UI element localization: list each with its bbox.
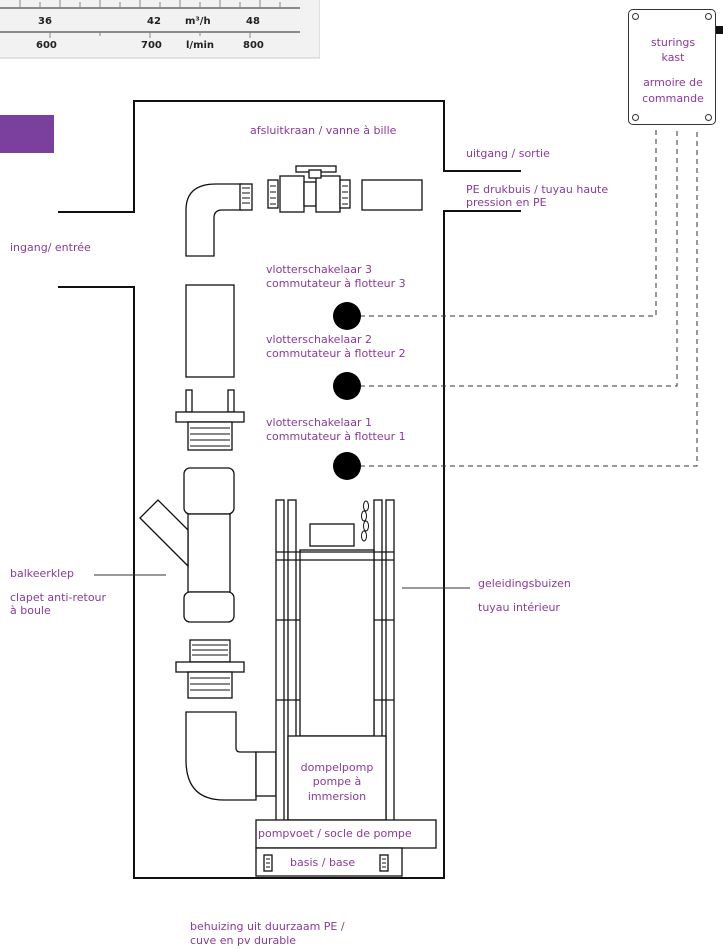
pump-body <box>299 549 375 737</box>
control-box-label-fr-2: commande <box>642 92 704 105</box>
scale-lmin-800: 800 <box>243 40 264 51</box>
label-check-valve-fr-2: à boule <box>10 604 51 617</box>
label-pump-1: dompelpomp <box>300 761 374 774</box>
base-grate-right <box>379 854 389 872</box>
check-valve-bottom <box>183 591 235 623</box>
label-float-1-nl: vlotterschakelaar 1 <box>266 416 373 429</box>
label-pe-pipe-1: PE drukbuis / tuyau haute <box>466 183 609 196</box>
housing-outline <box>58 100 521 213</box>
label-inlet: ingang/ entrée <box>10 241 91 254</box>
scale-m3h-42: 42 <box>147 16 161 27</box>
control-box-label-nl-2: kast <box>661 51 685 64</box>
control-box-connector <box>716 26 723 34</box>
ball-valve-fitting-left <box>267 179 279 209</box>
ball-valve-stem <box>308 169 322 179</box>
coupling-1-post-right <box>227 389 235 413</box>
label-housing-2: cuve en pv durable <box>190 934 297 947</box>
label-float-2-nl: vlotterschakelaar 2 <box>266 333 373 346</box>
label-pump-3: immersion <box>307 790 367 803</box>
check-valve-body <box>187 513 231 593</box>
ball-valve-fitting-right <box>339 179 351 209</box>
label-guide-pipes-fr: tuyau intérieur <box>478 601 560 614</box>
coupling-1-thread <box>187 421 233 451</box>
check-valve-branch <box>139 499 189 568</box>
flow-scale-panel: 36 42 48 m³/h 600 700 800 l/min <box>0 0 320 59</box>
label-float-1-fr: commutateur à flotteur 1 <box>266 430 406 443</box>
control-wire-1 <box>360 128 698 467</box>
control-wire-2 <box>360 128 678 387</box>
pe-pipe-stub <box>361 179 423 211</box>
top-elbow <box>185 183 243 257</box>
float-switch-3 <box>333 302 361 330</box>
label-housing-1: behuizing uit duurzaam PE / <box>190 920 345 933</box>
screw-icon <box>632 13 639 20</box>
bottom-elbow <box>185 711 257 801</box>
label-float-2-fr: commutateur à flotteur 2 <box>266 347 406 360</box>
label-shutoff-valve: afsluitkraan / vanne à bille <box>250 124 397 137</box>
chain-link <box>363 520 369 532</box>
label-float-3-nl: vlotterschakelaar 3 <box>266 263 373 276</box>
guide-rail-left-outer <box>275 499 285 831</box>
control-box-label-fr-1: armoire de <box>643 76 703 89</box>
scale-unit-m3h: m³/h <box>185 16 211 27</box>
screw-icon <box>705 13 712 20</box>
ball-valve-handle <box>295 165 337 173</box>
float-switch-2 <box>333 372 361 400</box>
control-box: sturings kast armoire de commande <box>628 9 716 125</box>
chain-link <box>363 500 369 512</box>
pump-top-cap <box>309 523 355 547</box>
label-pump-foot: pompvoet / socle de pompe <box>258 827 412 840</box>
scale-unit-lmin: l/min <box>186 40 214 51</box>
chain-link <box>361 510 367 522</box>
bottom-elbow-outlet <box>255 751 277 797</box>
label-outlet: uitgang / sortie <box>466 147 550 160</box>
chain-link <box>361 530 367 542</box>
base-grate-left <box>263 854 273 872</box>
pipe-segment <box>185 284 235 378</box>
scale-lmin-600: 600 <box>36 40 57 51</box>
coupling-1-flange <box>175 411 245 423</box>
scale-lmin-700: 700 <box>141 40 162 51</box>
scale-m3h-48: 48 <box>246 16 260 27</box>
label-guide-pipes-nl: geleidingsbuizen <box>478 577 571 590</box>
ball-valve-center <box>303 181 317 207</box>
coupling-2-thread-bottom <box>187 671 233 699</box>
ball-valve-body-left <box>279 175 305 213</box>
coupling-2-thread-top <box>189 639 231 663</box>
guide-rail-right-outer <box>385 499 395 831</box>
coupling-1-post-left <box>185 389 193 413</box>
label-base: basis / base <box>290 856 356 869</box>
accent-chip <box>0 115 54 153</box>
screw-icon <box>632 114 639 121</box>
top-elbow-thread <box>239 183 253 211</box>
screw-icon <box>705 114 712 121</box>
scale-m3h-36: 36 <box>38 16 52 27</box>
control-box-label-nl-1: sturings <box>650 36 696 49</box>
ball-valve-body-right <box>315 175 341 213</box>
label-check-valve-fr-1: clapet anti-retour <box>10 591 107 604</box>
label-pump-2: pompe à <box>312 775 362 788</box>
coupling-2-flange <box>175 661 245 673</box>
float-switch-1 <box>333 452 361 480</box>
label-pe-pipe-2: pression en PE <box>466 196 547 209</box>
label-float-3-fr: commutateur à flotteur 3 <box>266 277 406 290</box>
label-check-valve-nl: balkeerklep <box>10 567 74 580</box>
check-valve-top <box>183 467 235 515</box>
